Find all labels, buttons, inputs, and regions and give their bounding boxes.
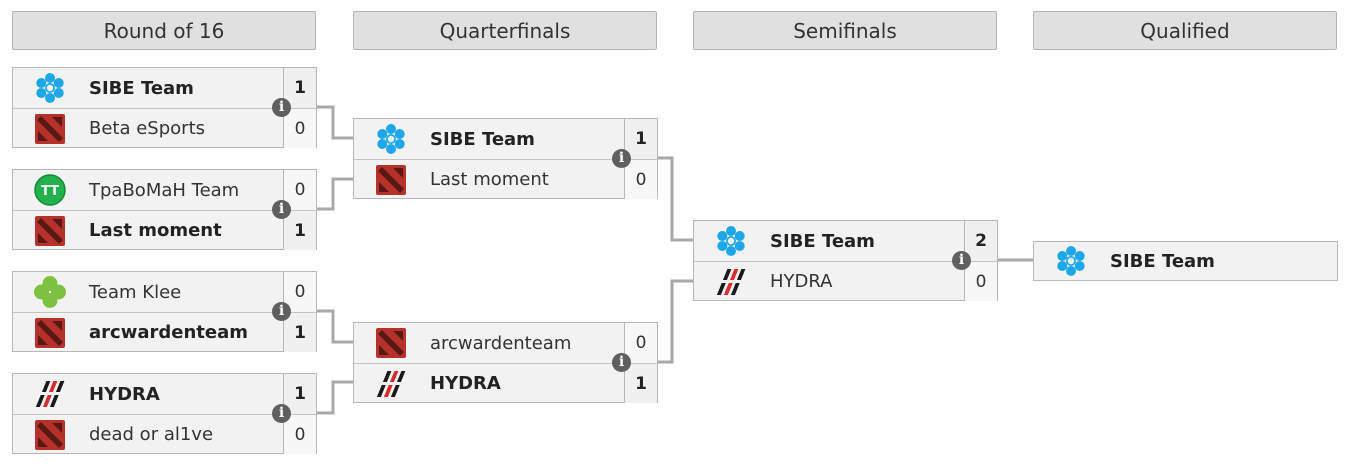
snowflake-logo-icon bbox=[694, 221, 768, 261]
team-slot-top[interactable]: SIBE Team 1 bbox=[13, 68, 316, 108]
team-score: 2 bbox=[964, 221, 997, 261]
team-name: HYDRA bbox=[770, 271, 833, 292]
team-score: 0 bbox=[624, 323, 657, 363]
clover-logo-icon bbox=[13, 272, 87, 312]
match-r16-2: TT TpaBoMaH Team 0 Last moment 1 bbox=[12, 169, 317, 250]
hydra-logo-icon bbox=[354, 364, 428, 403]
hydra-logo-icon bbox=[13, 374, 87, 414]
team-name: arcwardenteam bbox=[89, 322, 248, 343]
team-slot-bottom[interactable]: arcwardenteam 1 bbox=[13, 312, 316, 352]
team-slot-top[interactable]: SIBE Team 2 bbox=[694, 221, 997, 261]
team-name: SIBE Team bbox=[770, 230, 875, 252]
team-slot-bottom[interactable]: Last moment 1 bbox=[13, 210, 316, 250]
team-score: 1 bbox=[283, 211, 316, 250]
round-header-round-of-16: Round of 16 bbox=[12, 11, 316, 50]
match-qf-2: arcwardenteam 0 HYDRA 1 bbox=[353, 322, 658, 403]
snowflake-logo-icon bbox=[354, 119, 428, 159]
team-score: 1 bbox=[624, 119, 657, 159]
match-info-icon[interactable]: i bbox=[612, 149, 631, 168]
team-name: SIBE Team bbox=[430, 128, 535, 150]
team-slot-top[interactable]: TT TpaBoMaH Team 0 bbox=[13, 170, 316, 210]
team-slot-top[interactable]: HYDRA 1 bbox=[13, 374, 316, 414]
match-info-icon[interactable]: i bbox=[952, 251, 971, 270]
round-header-quarterfinals: Quarterfinals bbox=[353, 11, 657, 50]
team-score: 1 bbox=[624, 364, 657, 403]
team-name: SIBE Team bbox=[89, 77, 194, 99]
team-name: SIBE Team bbox=[1110, 250, 1215, 272]
hydra-logo-icon bbox=[694, 262, 768, 301]
match-r16-1: SIBE Team 1 Beta eSports 0 bbox=[12, 67, 317, 148]
round-header-semifinals: Semifinals bbox=[693, 11, 997, 50]
team-name: Last moment bbox=[89, 220, 222, 241]
tt-circle-logo-icon: TT bbox=[13, 170, 87, 210]
team-name: dead or al1ve bbox=[89, 424, 214, 445]
team-name: Last moment bbox=[430, 169, 549, 190]
team-slot-top[interactable]: SIBE Team 1 bbox=[354, 119, 657, 159]
dota-logo-icon bbox=[354, 323, 428, 363]
match-info-icon[interactable]: i bbox=[612, 353, 631, 372]
team-score: 1 bbox=[283, 313, 316, 352]
dota-logo-icon bbox=[13, 211, 87, 250]
match-info-icon[interactable]: i bbox=[272, 200, 291, 219]
dota-logo-icon bbox=[13, 415, 87, 454]
team-score: 0 bbox=[624, 160, 657, 199]
team-score: 0 bbox=[964, 262, 997, 301]
qualified-team-slot[interactable]: SIBE Team bbox=[1033, 241, 1338, 281]
dota-logo-icon bbox=[13, 313, 87, 352]
round-header-qualified: Qualified bbox=[1033, 11, 1337, 50]
team-slot-bottom[interactable]: Last moment 0 bbox=[354, 159, 657, 199]
team-name: HYDRA bbox=[430, 373, 501, 394]
team-score: 0 bbox=[283, 109, 316, 148]
snowflake-logo-icon bbox=[13, 68, 87, 108]
match-r16-4: HYDRA 1 dead or al1ve 0 bbox=[12, 373, 317, 454]
dota-logo-icon bbox=[13, 109, 87, 148]
match-info-icon[interactable]: i bbox=[272, 404, 291, 423]
team-name: HYDRA bbox=[89, 383, 160, 405]
team-score: 0 bbox=[283, 415, 316, 454]
match-sf-1: SIBE Team 2 HYDRA 0 bbox=[693, 220, 998, 301]
snowflake-logo-icon bbox=[1034, 242, 1108, 280]
svg-text:TT: TT bbox=[41, 184, 59, 199]
team-slot-top[interactable]: arcwardenteam 0 bbox=[354, 323, 657, 363]
team-slot-bottom[interactable]: HYDRA 0 bbox=[694, 261, 997, 301]
match-info-icon[interactable]: i bbox=[272, 302, 291, 321]
team-name: Beta eSports bbox=[89, 118, 206, 139]
team-name: arcwardenteam bbox=[430, 332, 572, 354]
match-info-icon[interactable]: i bbox=[272, 98, 291, 117]
match-qf-1: SIBE Team 1 Last moment 0 bbox=[353, 118, 658, 199]
team-slot-top[interactable]: Team Klee 0 bbox=[13, 272, 316, 312]
team-name: Team Klee bbox=[89, 281, 182, 303]
team-slot-bottom[interactable]: HYDRA 1 bbox=[354, 363, 657, 403]
team-slot-bottom[interactable]: Beta eSports 0 bbox=[13, 108, 316, 148]
match-r16-3: Team Klee 0 arcwardenteam 1 bbox=[12, 271, 317, 352]
team-slot-bottom[interactable]: dead or al1ve 0 bbox=[13, 414, 316, 454]
team-name: TpaBoMaH Team bbox=[89, 179, 240, 201]
dota-logo-icon bbox=[354, 160, 428, 199]
